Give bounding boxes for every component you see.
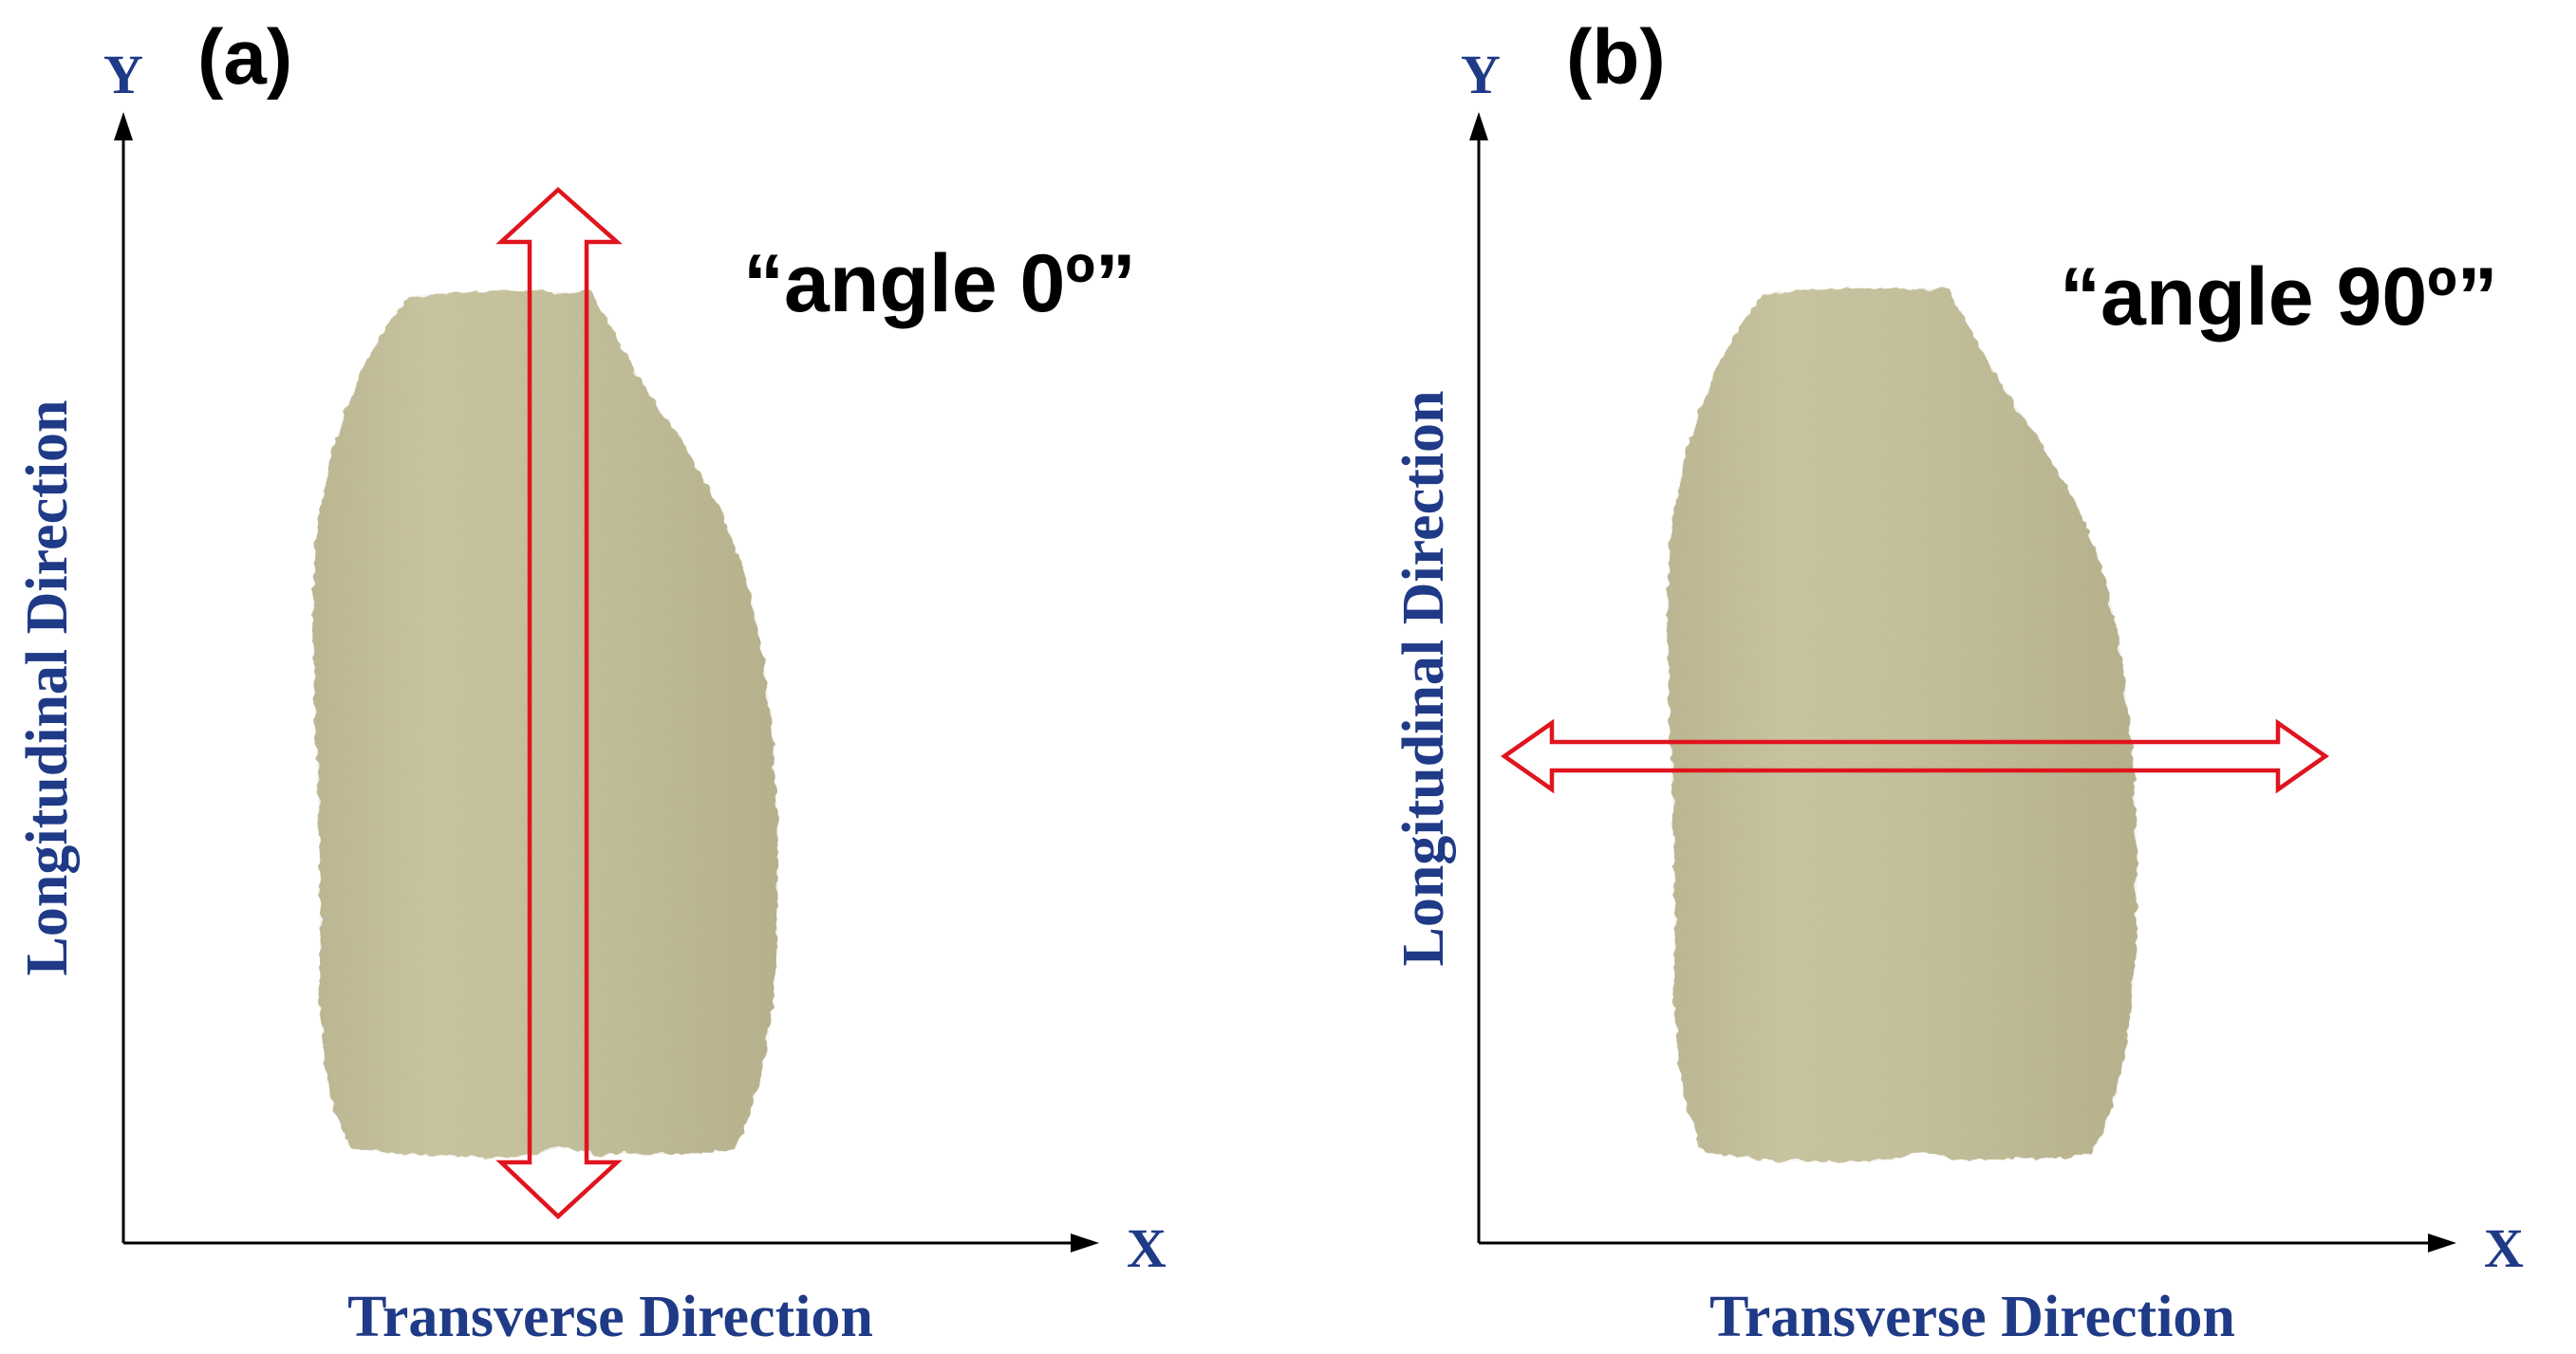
- x-axis-letter: X: [2484, 1217, 2524, 1279]
- panel-label: (b): [1566, 14, 1666, 101]
- sample-image: [1667, 288, 2137, 1162]
- y-axis-arrowhead: [114, 112, 133, 140]
- x-axis-title: Transverse Direction: [347, 1285, 873, 1349]
- x-axis-letter: X: [1127, 1217, 1167, 1279]
- x-axis-arrowhead: [1071, 1233, 1099, 1252]
- angle-label: “angle 90º”: [2060, 251, 2498, 343]
- x-axis-title: Transverse Direction: [1709, 1285, 2235, 1349]
- angle-label: “angle 0º”: [743, 238, 1136, 329]
- panel-a: (a) Y Longitudinal Direction X Transvers…: [15, 14, 1167, 1349]
- y-axis-arrowhead: [1469, 112, 1488, 140]
- x-axis-arrowhead: [2428, 1233, 2456, 1252]
- panel-label: (a): [197, 14, 292, 101]
- direction-arrow-horizontal: [1501, 718, 2329, 794]
- y-axis-title: Longitudinal Direction: [15, 400, 80, 976]
- direction-arrow-vertical: [495, 186, 623, 1220]
- panel-b: (b) Y Longitudinal Direction X Transvers…: [1391, 14, 2524, 1349]
- x-axis: X Transverse Direction: [123, 1217, 1167, 1349]
- y-axis-letter: Y: [103, 44, 143, 105]
- y-axis: Y Longitudinal Direction: [15, 44, 143, 1243]
- y-axis: Y Longitudinal Direction: [1391, 44, 1501, 1243]
- y-axis-letter: Y: [1461, 44, 1501, 105]
- y-axis-title: Longitudinal Direction: [1391, 391, 1456, 967]
- x-axis: X Transverse Direction: [1479, 1217, 2524, 1349]
